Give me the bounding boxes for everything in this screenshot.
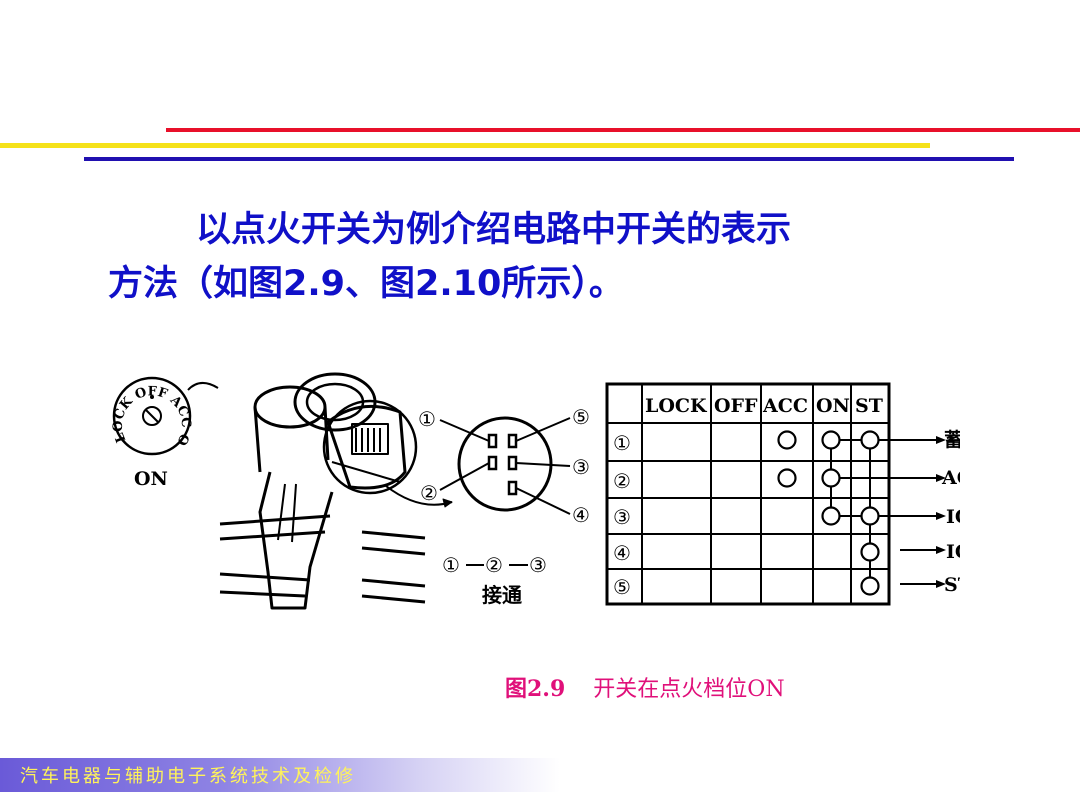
contact-row2-acc — [777, 468, 797, 488]
key-dial: LOCK OFF ACC ON ST ON — [100, 372, 219, 490]
contact-row1-on — [821, 430, 841, 450]
figure-number: 图2.9 — [505, 676, 566, 702]
header-acc: ACC — [762, 395, 808, 417]
contact-row4-st — [860, 542, 880, 562]
figure-caption-text: 开关在点火档位ON — [593, 677, 785, 702]
heading-line-2: 方法（如图2.9、图2.10所示）。 — [108, 264, 624, 304]
row-label-1: ① — [613, 431, 631, 455]
dial-position-label: ON — [134, 468, 168, 490]
heading-line-1: 以点火开关为例介绍电路中开关的表示 — [196, 210, 792, 250]
row-label-3: ③ — [613, 505, 631, 529]
connection-pin-1: ① — [442, 553, 460, 577]
switch-position-table: LOCK OFF ACC ON ST ① ② ③ ④ ⑤ — [605, 382, 960, 606]
contact-row3-on — [821, 506, 841, 526]
row-label-5: ⑤ — [613, 575, 631, 599]
contact-row3-st — [860, 506, 880, 526]
ignition-switch-figure: LOCK OFF ACC ON ST ON — [100, 372, 960, 610]
contact-row1-st — [860, 430, 880, 450]
decor-line-red — [166, 128, 1080, 132]
decor-line-blue — [84, 157, 1014, 161]
footer-bar — [0, 758, 560, 792]
footer-text: 汽车电器与辅助电子系统技术及检修 — [20, 766, 356, 787]
figure-caption: 图2.9 开关在点火档位ON — [505, 671, 785, 703]
decor-line-yellow — [0, 143, 930, 148]
connection-pin-3: ③ — [529, 553, 547, 577]
pin-label-4: ④ — [572, 503, 590, 527]
terminal-st: ST — [944, 574, 960, 596]
row-label-4: ④ — [613, 541, 631, 565]
connection-pin-2: ② — [485, 553, 503, 577]
switch-body-drawing — [219, 372, 453, 610]
header-off: OFF — [714, 395, 758, 417]
contact-row1-acc — [777, 430, 797, 450]
pin-label-1: ① — [418, 407, 436, 431]
pin-label-5: ⑤ — [572, 405, 590, 429]
contact-row5-st — [860, 576, 880, 596]
connection-label: 接通 — [482, 583, 522, 607]
terminal-battery: 蓄电池+ — [944, 428, 960, 451]
header-st: ST — [855, 395, 883, 417]
contact-row2-on — [821, 468, 841, 488]
row-label-2: ② — [613, 469, 631, 493]
header-lock: LOCK — [645, 395, 708, 417]
pin-label-2: ② — [420, 481, 438, 505]
terminal-ig1: IG1 — [946, 506, 960, 530]
terminal-ig2: IG2 — [946, 541, 960, 565]
connector-face: ① ② ③ ④ ⑤ ① ② ③ 接通 — [418, 405, 590, 607]
header-on: ON — [816, 395, 850, 417]
pin-label-3: ③ — [572, 455, 590, 479]
terminal-acc: ACC — [941, 467, 960, 489]
